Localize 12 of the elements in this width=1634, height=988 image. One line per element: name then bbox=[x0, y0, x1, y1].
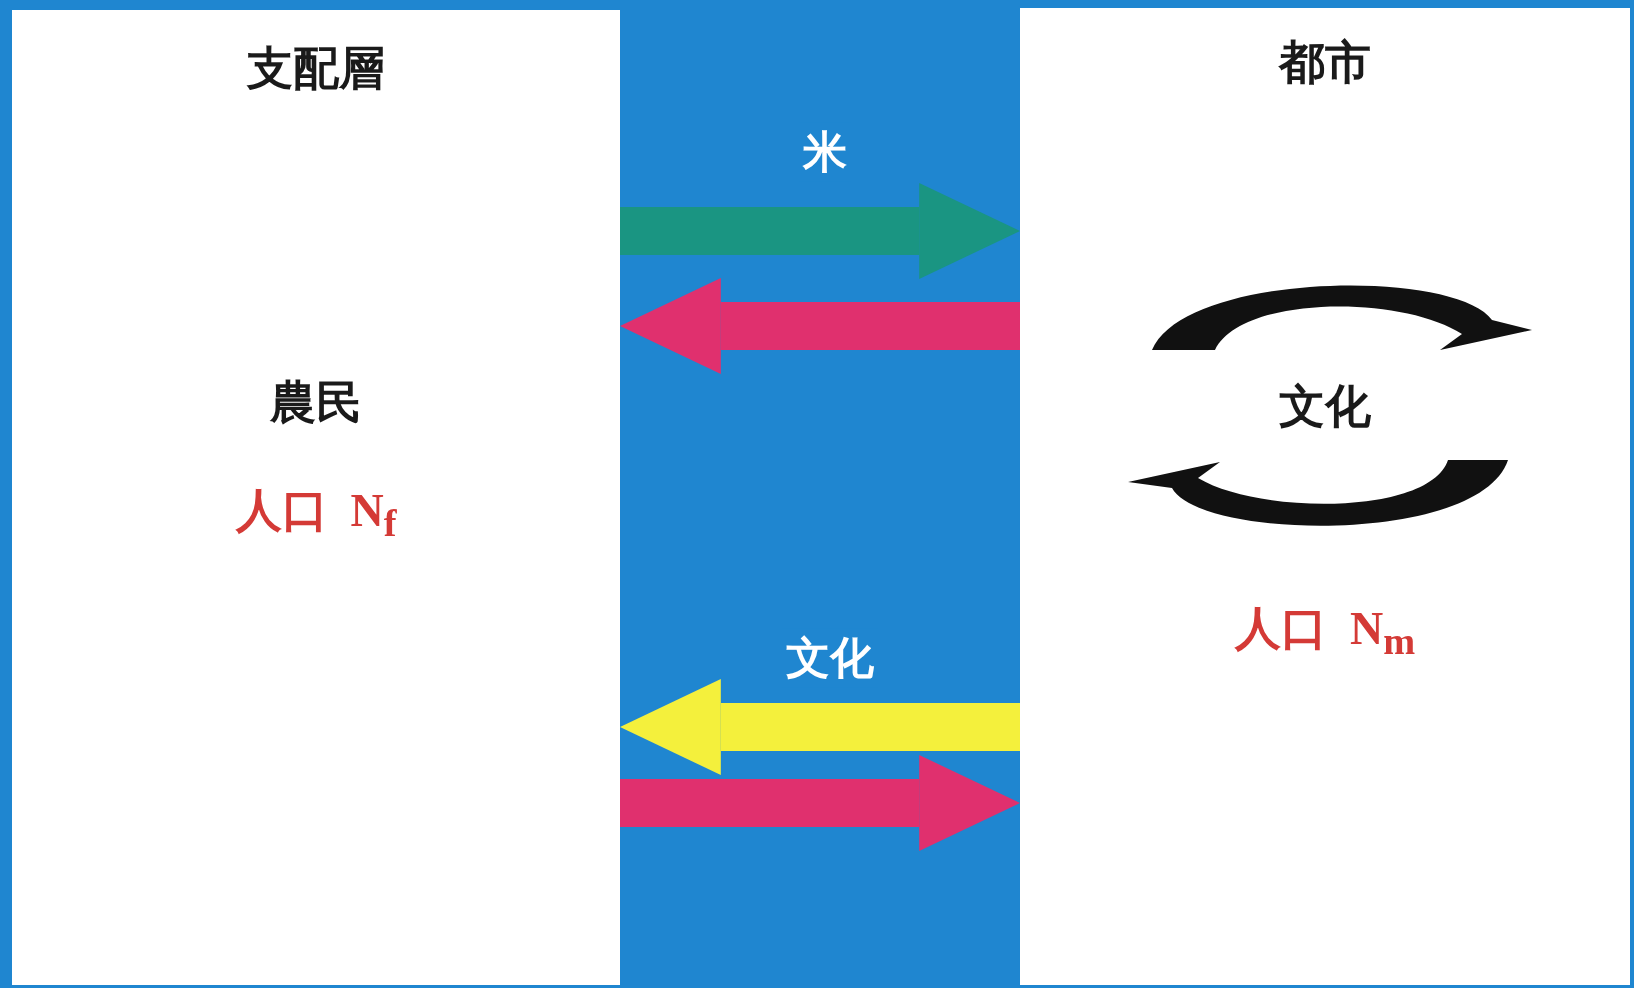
panel bbox=[12, 10, 620, 985]
arrow bbox=[620, 755, 1020, 851]
panel bbox=[1020, 8, 1630, 985]
arrow bbox=[620, 679, 1020, 775]
group-label: 農民 bbox=[270, 376, 362, 428]
heading: 支配層 bbox=[247, 42, 385, 94]
arrow bbox=[620, 183, 1020, 279]
population-label: 人口 N$_{f}$ bbox=[235, 485, 397, 545]
heading: 都市 bbox=[1279, 36, 1371, 88]
arrow bbox=[620, 278, 1020, 374]
population-label: 人口 N$_{m}$ bbox=[1234, 603, 1416, 663]
group-label: 文化 bbox=[1279, 380, 1371, 432]
